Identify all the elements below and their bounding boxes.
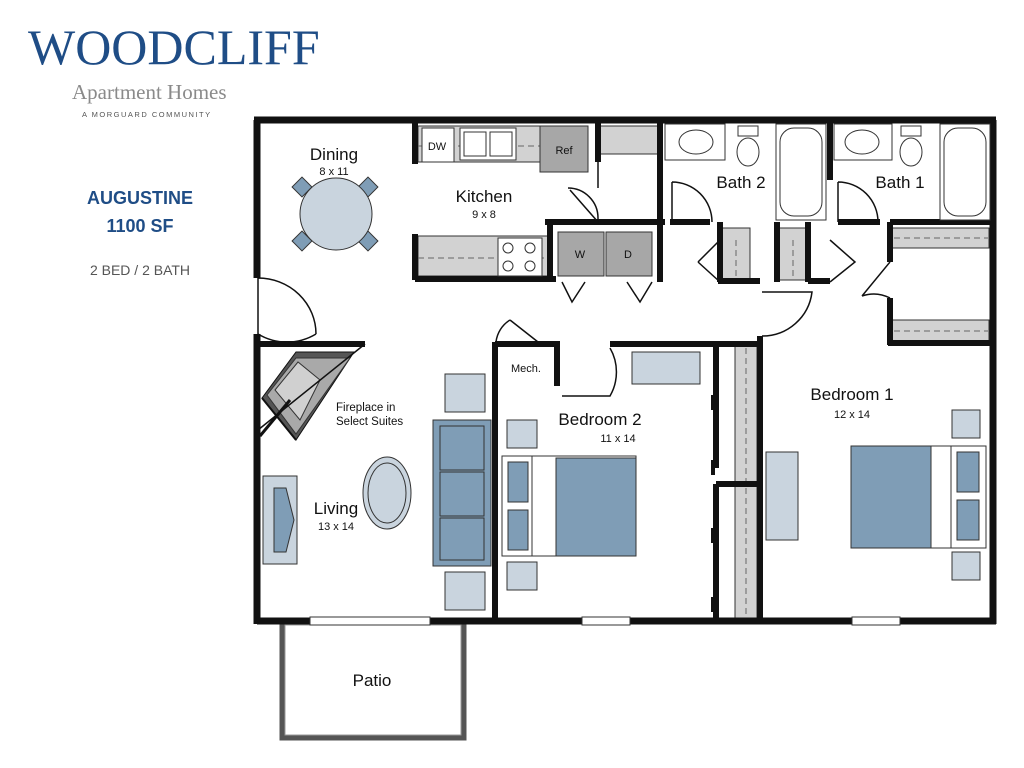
kitchen-sink [459, 127, 517, 161]
dishwasher-label: DW [428, 141, 447, 153]
dining-size: 8 x 11 [319, 166, 348, 178]
bath2-label: Bath 2 [716, 173, 765, 192]
patio-label: Patio [353, 671, 392, 690]
refrigerator [539, 125, 589, 173]
plan-beds-baths: 2 BED / 2 BATH [89, 262, 191, 278]
bath2-fixtures [664, 123, 827, 221]
refrigerator-label: Ref [555, 145, 573, 157]
living-furniture [262, 373, 492, 611]
bath1-label: Bath 1 [875, 173, 924, 192]
windows [309, 616, 901, 626]
dryer [605, 231, 653, 277]
fireplace [258, 351, 355, 441]
dining-label: Dining [310, 145, 358, 164]
kitchen-size: 9 x 8 [472, 209, 496, 221]
bedroom2-label: Bedroom 2 [558, 410, 641, 429]
fireplace-note-line1: Fireplace in [336, 402, 395, 414]
dishwasher [421, 127, 455, 163]
brand-logo-name: WOODCLIFF [28, 19, 320, 75]
living-label: Living [314, 499, 358, 518]
plan-name: AUGUSTINE [86, 188, 193, 208]
bedroom1-furniture [765, 409, 987, 581]
fireplace-note-line2: Select Suites [336, 416, 403, 428]
dining-table [291, 176, 379, 252]
bedroom1-label: Bedroom 1 [810, 385, 893, 404]
interior-walls [257, 120, 995, 621]
exterior-walls [253, 116, 997, 625]
stove [497, 237, 543, 277]
door-swings [257, 162, 891, 431]
dryer-label: D [624, 249, 632, 261]
brand-logo-subtitle: Apartment Homes [72, 80, 227, 104]
bath1-fixtures [833, 123, 991, 221]
patio [279, 619, 467, 741]
kitchen-label: Kitchen [456, 187, 513, 206]
plan-area: 1100 SF [106, 216, 174, 236]
bedroom2-furniture [501, 351, 701, 591]
brand-tagline: A MORGUARD COMMUNITY [82, 110, 212, 119]
washer [557, 231, 605, 277]
bedroom2-size: 11 x 14 [600, 433, 635, 445]
living-size: 13 x 14 [318, 521, 354, 533]
mech-label: Mech. [511, 363, 541, 375]
washer-label: W [575, 249, 586, 261]
bedroom1-size: 12 x 14 [834, 409, 870, 421]
